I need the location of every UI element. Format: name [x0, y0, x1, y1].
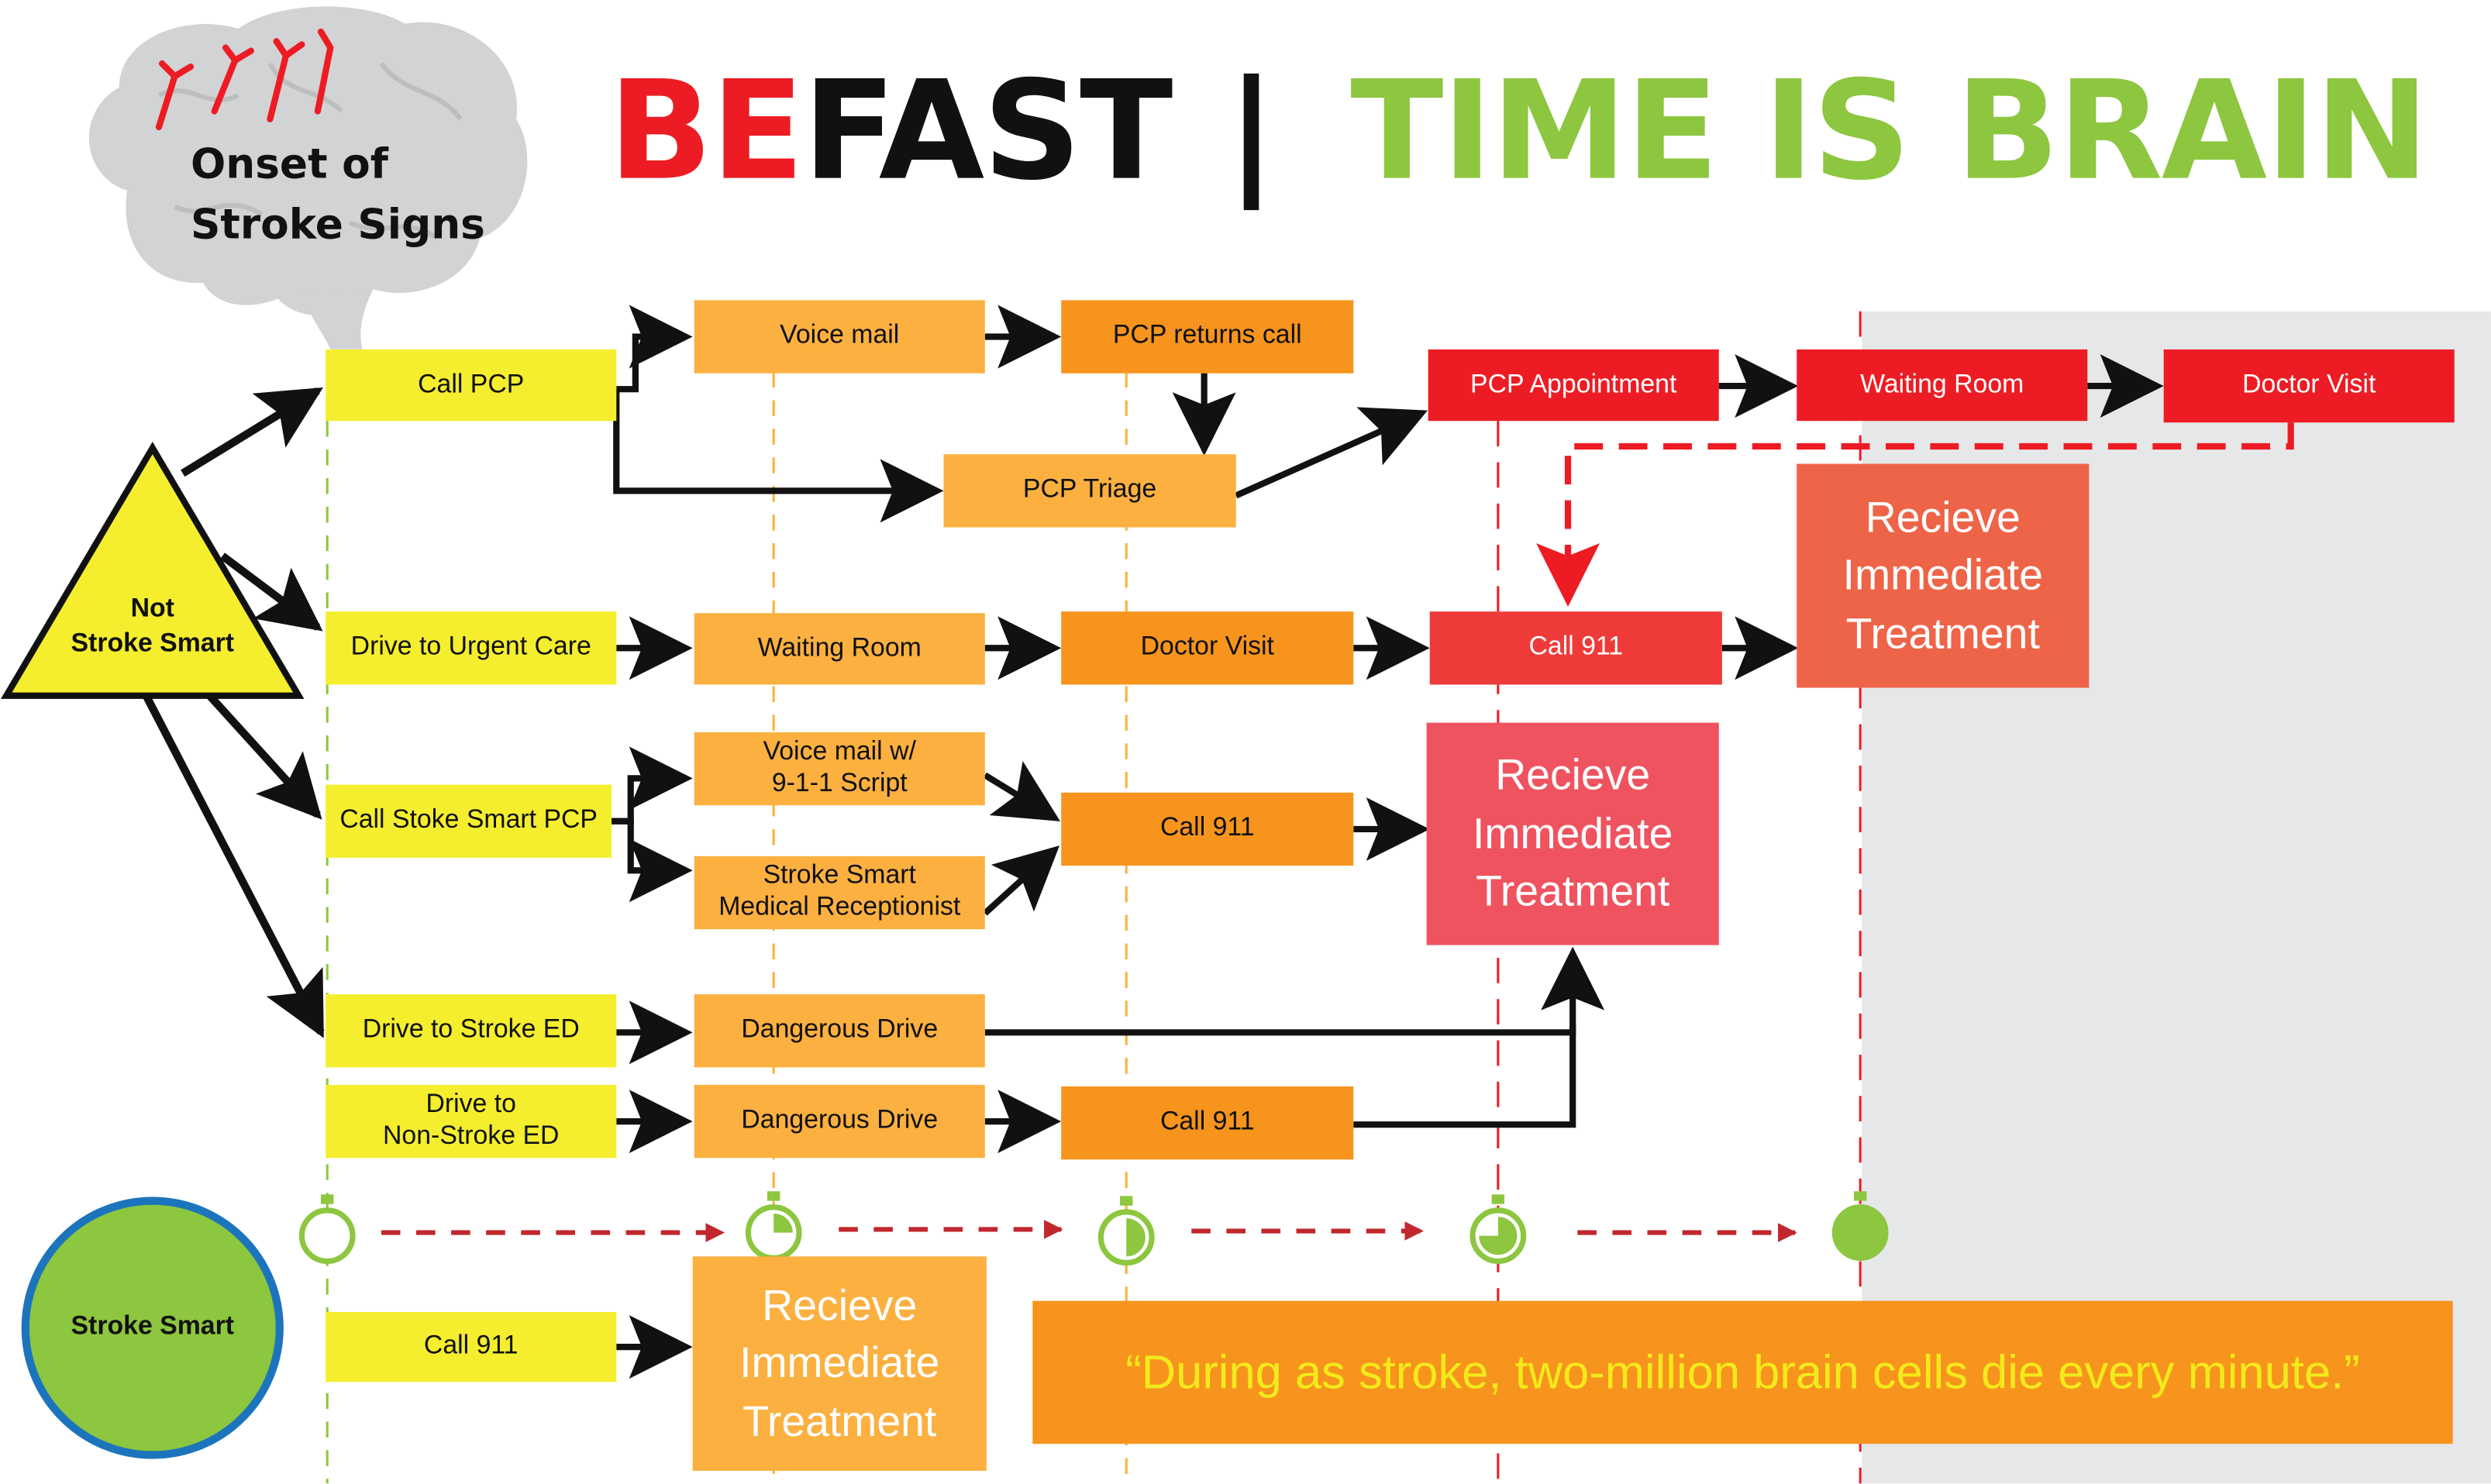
- pcp-returns-call-box: PCP returns call: [1061, 300, 1354, 374]
- medical-receptionist-box: Stroke Smart Medical Receptionist: [694, 856, 985, 930]
- not-stroke-smart-line1: Not: [130, 594, 174, 623]
- waiting-room-box: Waiting Room: [694, 613, 985, 685]
- voice-mail-box: Voice mail: [694, 300, 985, 374]
- treatment-top-line3: Treatment: [1845, 609, 2040, 657]
- stopwatch-icon: [1097, 1196, 1155, 1266]
- receptionist-line1: Stroke Smart: [763, 861, 916, 890]
- dangerous-drive-box-row4: Dangerous Drive: [694, 994, 985, 1068]
- stroke-smart-label: Stroke Smart: [71, 1312, 235, 1341]
- treatment-bottom-line3: Treatment: [742, 1397, 937, 1445]
- pcp-triage-box: PCP Triage: [943, 454, 1236, 528]
- brain-label-line2: Stroke Signs: [190, 201, 485, 250]
- voice-mail-script-line1: Voice mail w/: [763, 737, 916, 766]
- treatment-mid-line3: Treatment: [1476, 867, 1670, 916]
- call-911-orange-box-row3: Call 911: [1061, 792, 1354, 866]
- voice-mail-script-line2: 9-1-1 Script: [771, 769, 908, 797]
- doctor-visit-box: Doctor Visit: [1061, 611, 1354, 685]
- treatment-top-line1: Recieve: [1865, 494, 2021, 542]
- drive-non-stroke-line1: Drive to: [426, 1090, 516, 1119]
- stopwatch-icon: [298, 1194, 356, 1265]
- call-911-orange-box-row5: Call 911: [1061, 1086, 1354, 1160]
- call-911-yellow-box: Call 911: [326, 1312, 617, 1382]
- drive-non-stroke-line2: Non-Stroke ED: [383, 1121, 560, 1150]
- not-stroke-smart-triangle: [1, 441, 305, 699]
- treatment-box-top: Recieve Immediate Treatment: [1797, 463, 2090, 688]
- stopwatch-icon: [1831, 1191, 1889, 1261]
- brain-graphic: [64, 0, 540, 349]
- title-time-is-brain: TIME IS BRAIN: [1350, 52, 2429, 212]
- quote-banner: “During as stroke, two-million brain cel…: [1032, 1300, 2453, 1444]
- treatment-bottom-line1: Recieve: [762, 1281, 918, 1330]
- treatment-top-line2: Immediate: [1842, 551, 2043, 600]
- treatment-box-middle: Recieve Immediate Treatment: [1426, 722, 1719, 945]
- brain-label-line1: Onset of: [190, 141, 388, 189]
- brain-icon: [88, 6, 528, 349]
- not-stroke-smart-line2: Stroke Smart: [71, 629, 235, 659]
- drive-stroke-ed-box: Drive to Stroke ED: [326, 994, 617, 1068]
- receptionist-line2: Medical Receptionist: [718, 892, 961, 921]
- drive-urgent-care-box: Drive to Urgent Care: [326, 611, 617, 685]
- treatment-bottom-line2: Immediate: [739, 1339, 940, 1387]
- drive-non-stroke-ed-box: Drive to Non-Stroke ED: [326, 1084, 617, 1159]
- call-911-red-box: Call 911: [1429, 611, 1722, 685]
- waiting-room-red-box: Waiting Room: [1797, 349, 2088, 422]
- title-separator: |: [1226, 52, 1276, 212]
- voice-mail-script-box: Voice mail w/ 9-1-1 Script: [694, 732, 985, 806]
- treatment-mid-line1: Recieve: [1495, 752, 1651, 800]
- stopwatch-icon: [745, 1191, 802, 1261]
- treatment-mid-line2: Immediate: [1473, 809, 1673, 858]
- title-fast: FAST: [802, 52, 1173, 212]
- call-pcp-box: Call PCP: [326, 349, 617, 422]
- stroke-smart-circle: [21, 1196, 284, 1459]
- pcp-appointment-box: PCP Appointment: [1428, 349, 1719, 422]
- doctor-visit-red-box: Doctor Visit: [2163, 349, 2455, 423]
- dangerous-drive-box-row5: Dangerous Drive: [694, 1084, 985, 1159]
- title-befast: BEFAST: [608, 64, 1173, 200]
- treatment-box-bottom: Recieve Immediate Treatment: [692, 1256, 987, 1472]
- call-stroke-smart-pcp-box: Call Stoke Smart PCP: [326, 784, 612, 858]
- title-be: BE: [608, 52, 804, 212]
- stopwatch-icon: [1469, 1194, 1527, 1265]
